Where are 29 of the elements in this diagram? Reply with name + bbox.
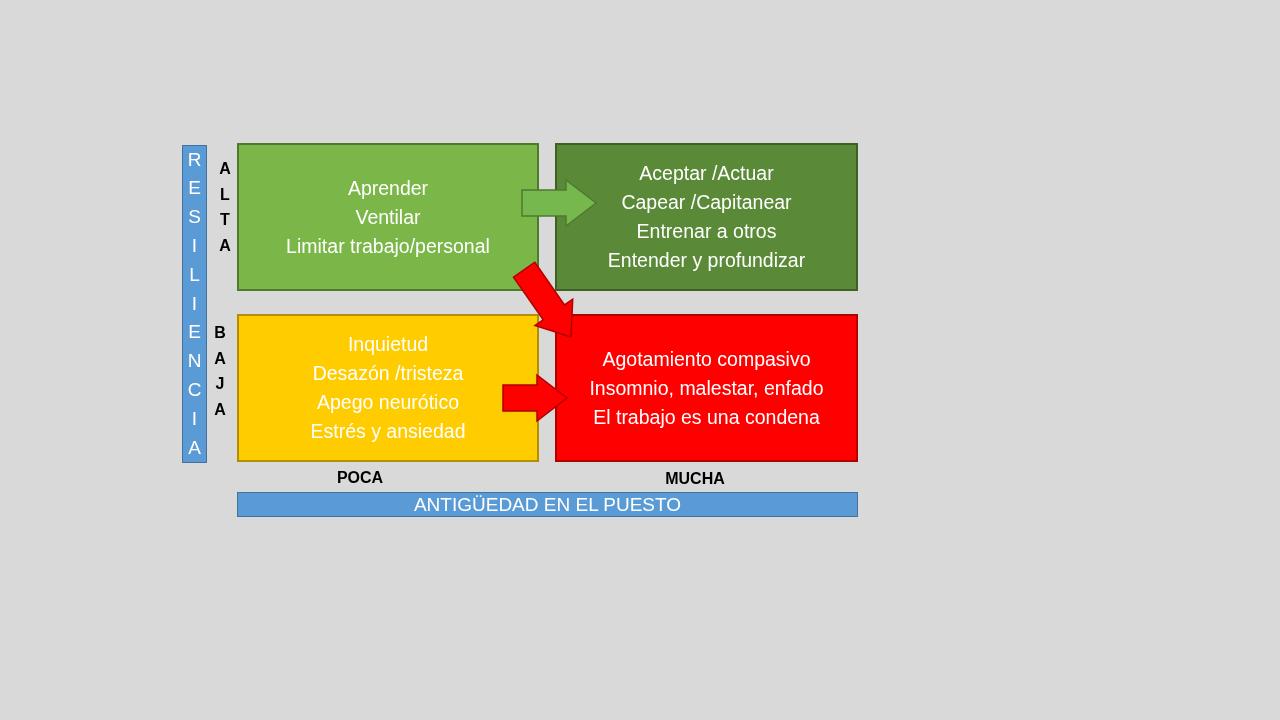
- quadrant-text: Estrés y ansiedad: [310, 419, 466, 444]
- block-arrow: [502, 373, 569, 423]
- quadrant-text: Desazón /tristeza: [312, 361, 464, 386]
- axis-label: POCA: [335, 468, 385, 488]
- block-arrow: [521, 178, 598, 228]
- quadrant-text: Aprender: [347, 175, 429, 201]
- quadrant-text: Agotamiento compasivo: [602, 346, 811, 372]
- quadrant-text: Ventilar: [355, 204, 421, 230]
- quadrant-text: Entender y profundizar: [607, 248, 806, 273]
- axis-bar: [237, 492, 858, 517]
- quadrant-box: [555, 143, 858, 291]
- axis-label: ALTA: [218, 159, 232, 257]
- quadrant-text: El trabajo es una condena: [593, 404, 820, 430]
- axis-bar: [182, 145, 207, 463]
- block-arrow: [512, 261, 574, 338]
- axis-title: RESILIENCIA: [187, 147, 202, 460]
- quadrant-text: Inquietud: [347, 332, 429, 357]
- axis-label: BAJA: [213, 323, 227, 421]
- quadrant-text: Entrenar a otros: [636, 219, 777, 244]
- quadrant-box: [237, 143, 539, 291]
- quadrant-text: Limitar trabajo/personal: [286, 233, 490, 259]
- quadrant-text: Insomnio, malestar, enfado: [589, 375, 824, 401]
- quadrant-box: [237, 314, 539, 462]
- quadrant-box: [555, 314, 858, 462]
- axis-label: MUCHA: [664, 469, 726, 489]
- quadrant-text: Apego neurótico: [317, 390, 459, 415]
- quadrant-text: Aceptar /Actuar: [639, 161, 774, 186]
- quadrant-text: Capear /Capitanear: [621, 190, 792, 215]
- axis-title: ANTIGÜEDAD EN EL PUESTO: [413, 493, 682, 516]
